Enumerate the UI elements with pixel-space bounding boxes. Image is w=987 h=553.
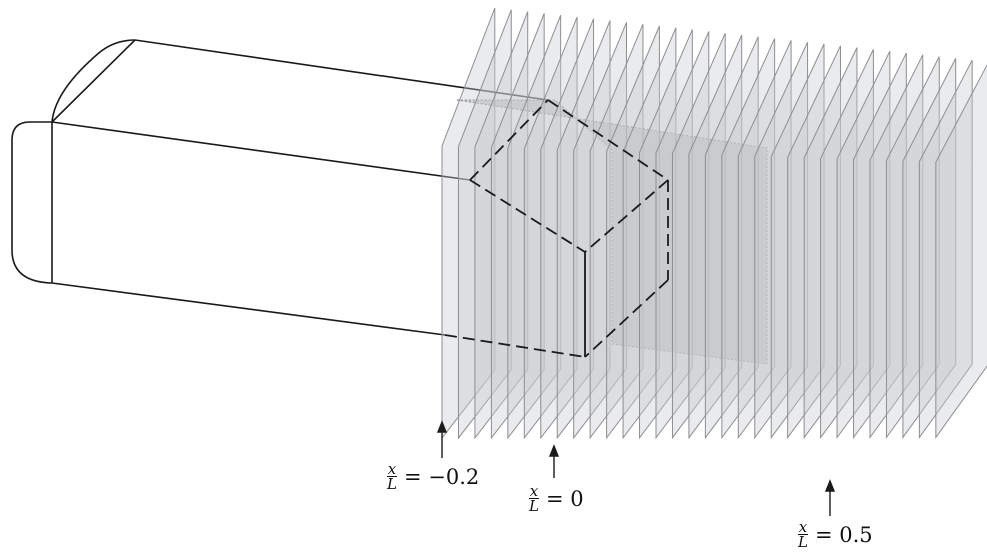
dashed-mid-edge bbox=[469, 179, 586, 253]
cross-section-plane bbox=[721, 38, 776, 440]
cross-section-plane bbox=[737, 40, 792, 440]
fraction-denominator: L bbox=[529, 497, 539, 515]
fraction-3: x L bbox=[797, 518, 809, 551]
station-label-1: x L = −0.2 bbox=[386, 460, 480, 493]
bottom-long-edge bbox=[51, 282, 446, 336]
cross-section-plane bbox=[754, 41, 809, 440]
arrowhead-station-3 bbox=[824, 479, 836, 492]
top-rounded-cap bbox=[51, 39, 136, 123]
cross-section-plane bbox=[556, 20, 611, 440]
station-value: = 0.5 bbox=[814, 522, 873, 547]
station-label-3: x L = 0.5 bbox=[797, 518, 873, 551]
cross-section-plane bbox=[655, 31, 710, 440]
dashed-top-edge bbox=[547, 99, 669, 181]
cross-section-plane bbox=[507, 15, 562, 440]
cross-section-plane bbox=[457, 9, 512, 440]
cross-section-plane bbox=[770, 43, 825, 440]
arrowhead-station-2 bbox=[548, 444, 560, 457]
body-outline bbox=[11, 39, 549, 336]
rear-shaded-block bbox=[456, 99, 768, 365]
arrowhead-station-1 bbox=[436, 420, 448, 433]
cross-section-plane bbox=[606, 25, 660, 440]
dashed-bottom-long bbox=[444, 334, 586, 358]
fraction-denominator: L bbox=[387, 475, 397, 493]
cross-section-plane bbox=[918, 59, 973, 439]
station-value: = −0.2 bbox=[403, 464, 480, 489]
cross-section-plane bbox=[540, 18, 595, 440]
station-label-2: x L = 0 bbox=[528, 482, 584, 515]
cross-section-plane bbox=[853, 52, 907, 440]
dashed-corner-edge bbox=[584, 179, 669, 253]
fraction-1: x L bbox=[386, 460, 398, 493]
cross-section-plane bbox=[704, 36, 759, 440]
cross-section-plane bbox=[639, 29, 693, 440]
cross-section-plane bbox=[869, 54, 924, 440]
cross-section-plane bbox=[523, 16, 578, 440]
cross-section-planes bbox=[441, 7, 987, 440]
fraction-2: x L bbox=[528, 482, 540, 515]
cross-section-plane bbox=[441, 7, 496, 440]
fraction-numerator: x bbox=[797, 518, 809, 536]
station-value: = 0 bbox=[545, 486, 584, 511]
cross-section-plane bbox=[902, 58, 957, 439]
fraction-numerator: x bbox=[386, 460, 398, 478]
cross-section-plane bbox=[688, 34, 743, 440]
dashed-front-top bbox=[469, 99, 549, 181]
cross-section-plane bbox=[671, 32, 726, 440]
cross-section-plane bbox=[589, 24, 644, 440]
cross-section-plane bbox=[885, 56, 940, 440]
top-long-edge bbox=[134, 39, 549, 101]
fraction-numerator: x bbox=[528, 482, 540, 500]
fraction-denominator: L bbox=[798, 533, 808, 551]
front-rounded-face bbox=[11, 121, 53, 284]
cross-section-plane bbox=[935, 64, 987, 439]
dashed-bottom-edge bbox=[584, 279, 669, 358]
cross-section-plane bbox=[490, 13, 545, 440]
middle-long-edge bbox=[51, 121, 471, 181]
cross-section-plane bbox=[622, 27, 677, 440]
cross-section-plane bbox=[474, 11, 529, 440]
top-cap-edge bbox=[51, 39, 136, 123]
hidden-body-outline bbox=[444, 99, 669, 358]
station-arrows bbox=[436, 420, 836, 516]
